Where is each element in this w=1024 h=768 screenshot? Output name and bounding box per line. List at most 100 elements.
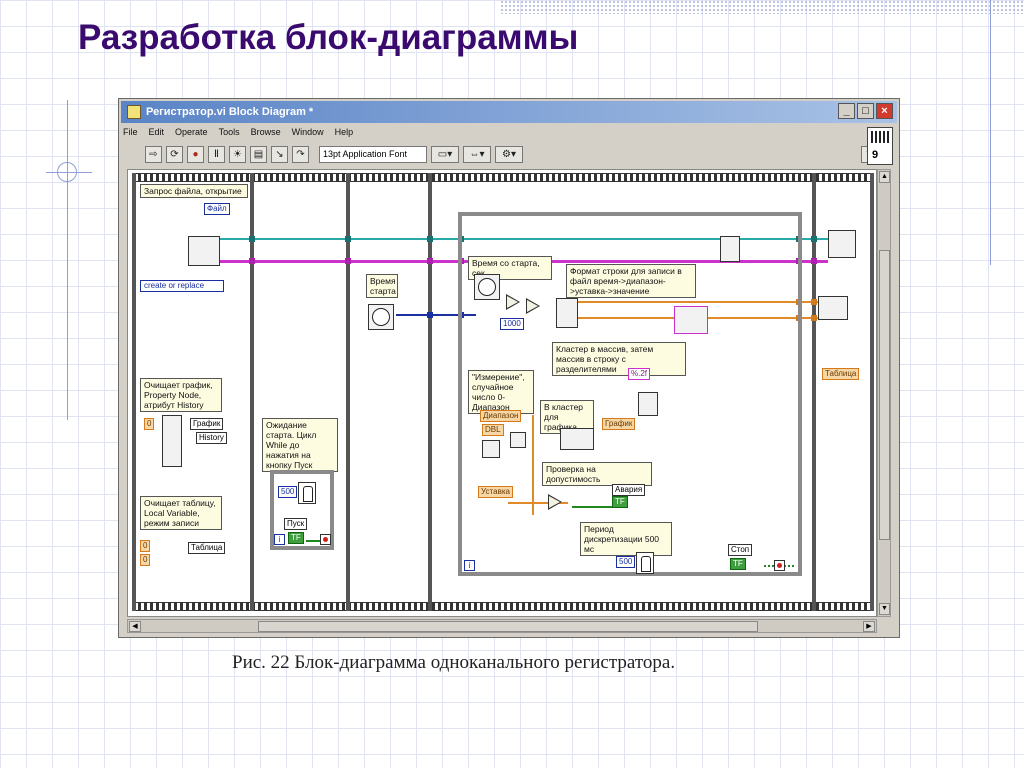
step-into-icon[interactable]: ↘	[271, 145, 288, 163]
horizontal-scroll-thumb[interactable]	[258, 621, 758, 632]
vertical-scrollbar[interactable]: ▲ ▼	[877, 169, 891, 617]
table-zero-const[interactable]: 0	[140, 540, 151, 552]
table-terminal[interactable]: Таблица	[822, 368, 860, 380]
chart-property-node[interactable]: График	[190, 418, 224, 430]
scroll-left-icon[interactable]: ◀	[129, 621, 141, 632]
start-button-terminal[interactable]: TF	[288, 532, 304, 544]
create-mode-ring[interactable]: create or replace	[140, 280, 224, 292]
pause-icon[interactable]: Ⅱ	[208, 145, 225, 163]
setpoint-terminal[interactable]: Уставка	[478, 486, 513, 498]
start-wire	[306, 540, 320, 542]
scroll-down-icon[interactable]: ▼	[879, 603, 890, 615]
table-zero-const[interactable]: 0	[140, 554, 151, 566]
block-diagram-window: Регистратор.vi Block Diagram * _ □ × Fil…	[118, 98, 900, 638]
random-number-icon	[482, 440, 500, 458]
frame-separator	[132, 173, 136, 611]
labview-app-icon	[127, 105, 141, 119]
comment-cluster-array: Кластер в массив, затем массив в строку …	[552, 342, 686, 376]
history-property: History	[196, 432, 227, 444]
comment-clear-table: Очищает таблицу, Local Variable, режим з…	[140, 496, 222, 530]
close-button[interactable]: ×	[876, 103, 893, 119]
menu-file[interactable]: File	[123, 127, 138, 137]
sequence-film-bottom	[132, 602, 874, 611]
menu-tools[interactable]: Tools	[218, 127, 240, 137]
loop-wait-const[interactable]: 500	[616, 556, 636, 568]
step-over-icon[interactable]: ↷	[292, 145, 309, 163]
frame-separator	[250, 173, 254, 611]
menu-window[interactable]: Window	[291, 127, 324, 137]
file-refnum-wire	[220, 238, 828, 240]
frame-separator	[870, 173, 874, 611]
alarm-wire	[572, 506, 622, 508]
wait-while-loop[interactable]	[270, 470, 334, 550]
comment-file-request: Запрос файла, открытие	[140, 184, 248, 198]
history-zero-const[interactable]: 0	[144, 418, 155, 430]
wait-ms-const[interactable]: 500	[278, 486, 298, 498]
minimize-button[interactable]: _	[838, 103, 855, 119]
stop-label: Стоп	[728, 544, 753, 556]
slide-title: Разработка блок-диаграммы	[78, 18, 579, 57]
menu-bar: File Edit Operate Tools Browse Window He…	[123, 127, 353, 141]
diagram-canvas[interactable]: Запрос файла, открытие Файл create or re…	[127, 169, 877, 617]
iteration-terminal: i	[274, 534, 285, 545]
main-while-loop[interactable]	[458, 212, 802, 576]
comment-measurement: "Измерение", случайное число 0-Диапазон	[468, 370, 534, 414]
comment-check-limit: Проверка на допустимость	[542, 462, 652, 486]
run-continuous-icon[interactable]: ⟳	[166, 145, 183, 163]
comment-start-time: Время старта	[366, 274, 398, 298]
stop-terminal[interactable]: TF	[730, 558, 746, 570]
retain-wire-values-icon[interactable]: ▤	[250, 145, 267, 163]
frame-separator	[346, 173, 350, 611]
start-time-tunnel	[427, 312, 433, 318]
range-dbl: DBL	[482, 424, 504, 436]
string-tunnel	[811, 299, 817, 305]
distribute-objects-icon[interactable]: ⇔▾	[463, 145, 491, 163]
loop-iteration-terminal: i	[464, 560, 475, 571]
scroll-up-icon[interactable]: ▲	[879, 171, 890, 183]
comment-sample-period: Период дискретизации 500 мс	[580, 522, 672, 556]
chart-terminal[interactable]: График	[602, 418, 636, 430]
file-path-terminal[interactable]: Файл	[204, 203, 230, 215]
vertical-scroll-thumb[interactable]	[879, 250, 890, 540]
comment-clear-chart: Очищает график, Property Node, атрибут H…	[140, 378, 222, 412]
format-const[interactable]: %.2f	[628, 368, 651, 380]
refnum-tunnel	[427, 236, 433, 242]
maximize-button[interactable]: □	[857, 103, 874, 119]
decoration-right-line	[990, 0, 991, 265]
range-terminal[interactable]: Диапазон	[480, 410, 522, 422]
value-tunnel	[811, 315, 817, 321]
setpoint-wire	[508, 502, 568, 504]
decoration-vertical-line	[67, 100, 68, 420]
ms-to-sec-const[interactable]: 1000	[500, 318, 524, 330]
tick-count-icon[interactable]	[368, 304, 394, 330]
menu-help[interactable]: Help	[334, 127, 354, 137]
loop-wait-icon	[636, 552, 654, 574]
open-file-node[interactable]	[188, 236, 220, 266]
scroll-right-icon[interactable]: ▶	[863, 621, 875, 632]
vi-icon[interactable]	[867, 127, 893, 165]
menu-operate[interactable]: Operate	[175, 127, 208, 137]
alarm-label: Авария	[612, 484, 646, 496]
table-local-variable[interactable]: Таблица	[188, 542, 226, 554]
frame-separator	[428, 173, 432, 611]
error-tunnel	[427, 258, 433, 264]
measurement-wire	[532, 415, 534, 515]
refnum-tunnel	[811, 236, 817, 242]
horizontal-scrollbar[interactable]: ◀ ▶	[127, 619, 877, 633]
font-select[interactable]: 13pt Application Font	[319, 145, 427, 163]
menu-edit[interactable]: Edit	[148, 127, 165, 137]
reorder-icon[interactable]: ⚙▾	[495, 145, 523, 163]
toolbar: ⇨ ⟳ ● Ⅱ ☀ ▤ ↘ ↷ 13pt Application Font ▭▾…	[123, 143, 895, 165]
run-arrow-icon[interactable]: ⇨	[145, 145, 162, 163]
refnum-tunnel	[345, 236, 351, 242]
abort-icon[interactable]: ●	[187, 145, 204, 163]
align-objects-icon[interactable]: ▭▾	[431, 145, 459, 163]
window-titlebar[interactable]: Регистратор.vi Block Diagram * _ □ ×	[121, 101, 897, 123]
highlight-execution-icon[interactable]: ☀	[229, 145, 246, 163]
error-tunnel	[249, 258, 255, 264]
menu-browse[interactable]: Browse	[250, 127, 281, 137]
subtract-icon	[506, 294, 520, 310]
alarm-terminal[interactable]: TF	[612, 496, 628, 508]
format-string-node	[674, 306, 708, 334]
loop-stop-icon	[774, 560, 785, 571]
